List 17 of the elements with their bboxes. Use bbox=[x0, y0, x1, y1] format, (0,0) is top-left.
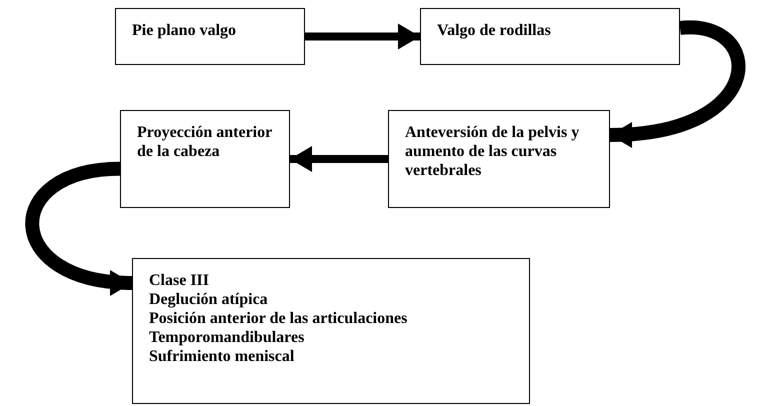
box-text: Sufrimiento meniscal bbox=[149, 347, 296, 366]
box-text: Anteversión de la pelvis y aumento de las curvas vertebrales bbox=[405, 123, 580, 180]
process-box bbox=[132, 258, 530, 404]
box-text: Temporomandibulares bbox=[149, 328, 306, 347]
box-text: Pie plano valgo bbox=[132, 21, 238, 40]
box-text: Deglución atípica bbox=[149, 290, 269, 309]
box-text: Clase III bbox=[149, 271, 210, 290]
process-box bbox=[420, 8, 680, 65]
process-box bbox=[120, 110, 290, 208]
arrow bbox=[610, 20, 746, 147]
process-box bbox=[388, 110, 610, 208]
box-text: Proyección anterior de la cabeza bbox=[137, 123, 273, 161]
process-box bbox=[115, 8, 305, 65]
box-text: Valgo de rodillas bbox=[437, 21, 552, 40]
box-text: Posición anterior de las articulaciones bbox=[149, 309, 408, 328]
arrow bbox=[305, 24, 420, 50]
arrow bbox=[290, 146, 388, 172]
